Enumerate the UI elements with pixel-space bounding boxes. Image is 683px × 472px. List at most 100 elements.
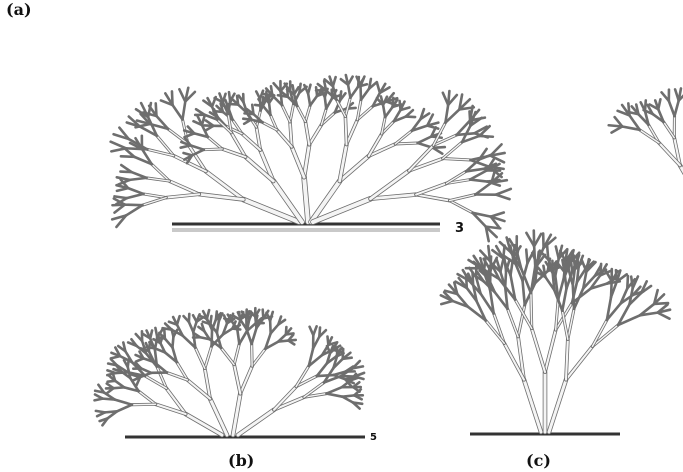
branch-outline — [193, 315, 197, 321]
branch-outline — [255, 105, 263, 106]
branch-fill — [234, 365, 240, 394]
branch-outline — [113, 387, 124, 388]
branch-outline — [675, 89, 679, 100]
branch-fill — [240, 366, 252, 394]
branch-fill — [345, 116, 346, 144]
branch-outline — [358, 77, 359, 87]
branch-fill — [549, 380, 566, 432]
branch-outline — [571, 258, 573, 272]
branch-outline — [229, 92, 230, 101]
branch-fill — [416, 183, 446, 194]
branch-outline — [173, 105, 183, 119]
panel-b-tree — [95, 308, 365, 437]
branch-outline — [627, 276, 628, 288]
branch-outline — [345, 378, 353, 380]
branch-outline — [317, 375, 334, 376]
branch-outline — [308, 94, 310, 106]
branch-fill — [238, 410, 274, 435]
branch-outline — [441, 301, 452, 304]
branch-outline — [433, 147, 445, 148]
branch-outline — [172, 329, 174, 336]
branch-outline — [108, 381, 116, 382]
branch-outline — [95, 391, 104, 393]
branch-outline — [237, 329, 239, 344]
branch-outline — [327, 394, 343, 397]
branch-outline — [262, 94, 272, 96]
branch-outline — [611, 281, 612, 297]
branch-outline — [496, 195, 510, 199]
branch-outline — [470, 170, 487, 179]
branch-fill — [532, 329, 545, 372]
branch-fill — [450, 195, 476, 201]
branch-outline — [256, 91, 260, 98]
branch-outline — [183, 102, 186, 120]
branch-fill — [450, 201, 473, 213]
branch-outline — [130, 178, 147, 180]
branch-outline — [263, 310, 264, 319]
branch-fill — [524, 380, 541, 432]
partial-tree-right-edge — [609, 88, 683, 200]
branch-outline — [117, 188, 128, 191]
branch-outline — [115, 400, 132, 405]
branch-outline — [487, 180, 499, 182]
branch-outline — [136, 358, 143, 361]
branch-outline — [103, 399, 115, 400]
branch-outline — [95, 399, 103, 401]
branch-outline — [496, 189, 511, 195]
branch-outline — [270, 321, 271, 333]
branch-outline — [369, 79, 371, 89]
branch-outline — [239, 331, 247, 344]
branch-outline — [120, 172, 131, 173]
branch-outline — [577, 267, 579, 282]
branch-outline — [510, 246, 513, 258]
branch-fill — [566, 346, 592, 379]
branch-outline — [491, 212, 504, 216]
panel-c-tree — [441, 231, 670, 434]
branch-outline — [286, 327, 287, 334]
branch-fill — [252, 349, 265, 366]
branch-fill — [592, 320, 606, 346]
branch-outline — [377, 83, 380, 93]
branch-fill — [205, 346, 212, 368]
branch-outline — [299, 84, 300, 93]
branch-outline — [353, 403, 362, 404]
branch-outline — [418, 136, 432, 143]
branch-outline — [317, 363, 327, 376]
branch-outline — [669, 101, 675, 116]
branch-outline — [675, 101, 679, 116]
branch-outline — [348, 85, 350, 98]
branch-outline — [237, 319, 240, 329]
branch-outline — [562, 289, 566, 311]
branch-fill — [221, 348, 234, 365]
branch-outline — [342, 395, 354, 396]
branch-outline — [126, 148, 147, 149]
branch-outline — [443, 93, 448, 105]
branch-fill — [169, 181, 199, 194]
branch-outline — [217, 321, 219, 333]
branch-fill — [195, 348, 205, 369]
branch-fill — [208, 137, 222, 149]
branch-outline — [327, 387, 342, 393]
branch-outline — [252, 328, 257, 344]
branch-fill — [443, 142, 462, 158]
branch-fill — [297, 106, 305, 122]
branch-outline — [278, 95, 288, 97]
branch-fill — [142, 198, 166, 206]
branch-outline — [523, 281, 525, 305]
branch-outline — [126, 205, 143, 215]
branch-outline — [165, 339, 173, 348]
branch-fill — [568, 309, 574, 339]
branch-fill — [592, 325, 618, 346]
branch-outline — [310, 327, 314, 335]
branch-outline — [327, 337, 328, 345]
branch-fill — [204, 149, 222, 150]
branch-outline — [534, 246, 535, 266]
branch-outline — [383, 105, 385, 117]
branch-fill — [282, 105, 290, 122]
branch-outline — [556, 246, 559, 258]
branch-outline — [612, 126, 623, 132]
branch-fill — [234, 344, 239, 365]
branch-outline — [111, 356, 120, 358]
branch-fill — [531, 293, 532, 328]
